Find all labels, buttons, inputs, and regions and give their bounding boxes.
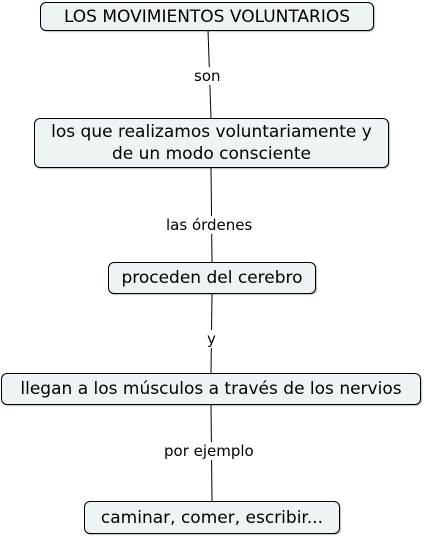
link-label-son[interactable]: son xyxy=(192,67,223,85)
connector-line-las-ordenes xyxy=(210,167,213,263)
concept-text: LOS MOVIMIENTOS VOLUNTARIOS xyxy=(63,6,351,27)
link-label-las-ordenes[interactable]: las órdenes xyxy=(164,216,255,234)
concept-text: caminar, comer, escribir... xyxy=(100,507,324,528)
concept-text: proceden del cerebro xyxy=(121,268,303,288)
concept-llegan-a-los-musculos[interactable]: llegan a los músculos a través de los ne… xyxy=(1,373,421,405)
concept-text: llegan a los músculos a través de los ne… xyxy=(20,379,402,399)
concept-proceden-del-cerebro[interactable]: proceden del cerebro xyxy=(108,262,316,294)
concept-movimientos-voluntarios[interactable]: LOS MOVIMIENTOS VOLUNTARIOS xyxy=(40,2,374,31)
link-label-y[interactable]: y xyxy=(205,330,218,348)
link-label-por-ejemplo[interactable]: por ejemplo xyxy=(162,442,256,460)
concept-caminar-comer-escribir[interactable]: caminar, comer, escribir... xyxy=(84,501,340,534)
concept-text: los que realizamos voluntariamente y de … xyxy=(51,122,372,164)
concept-realizamos-voluntariamente[interactable]: los que realizamos voluntariamente y de … xyxy=(34,118,389,168)
